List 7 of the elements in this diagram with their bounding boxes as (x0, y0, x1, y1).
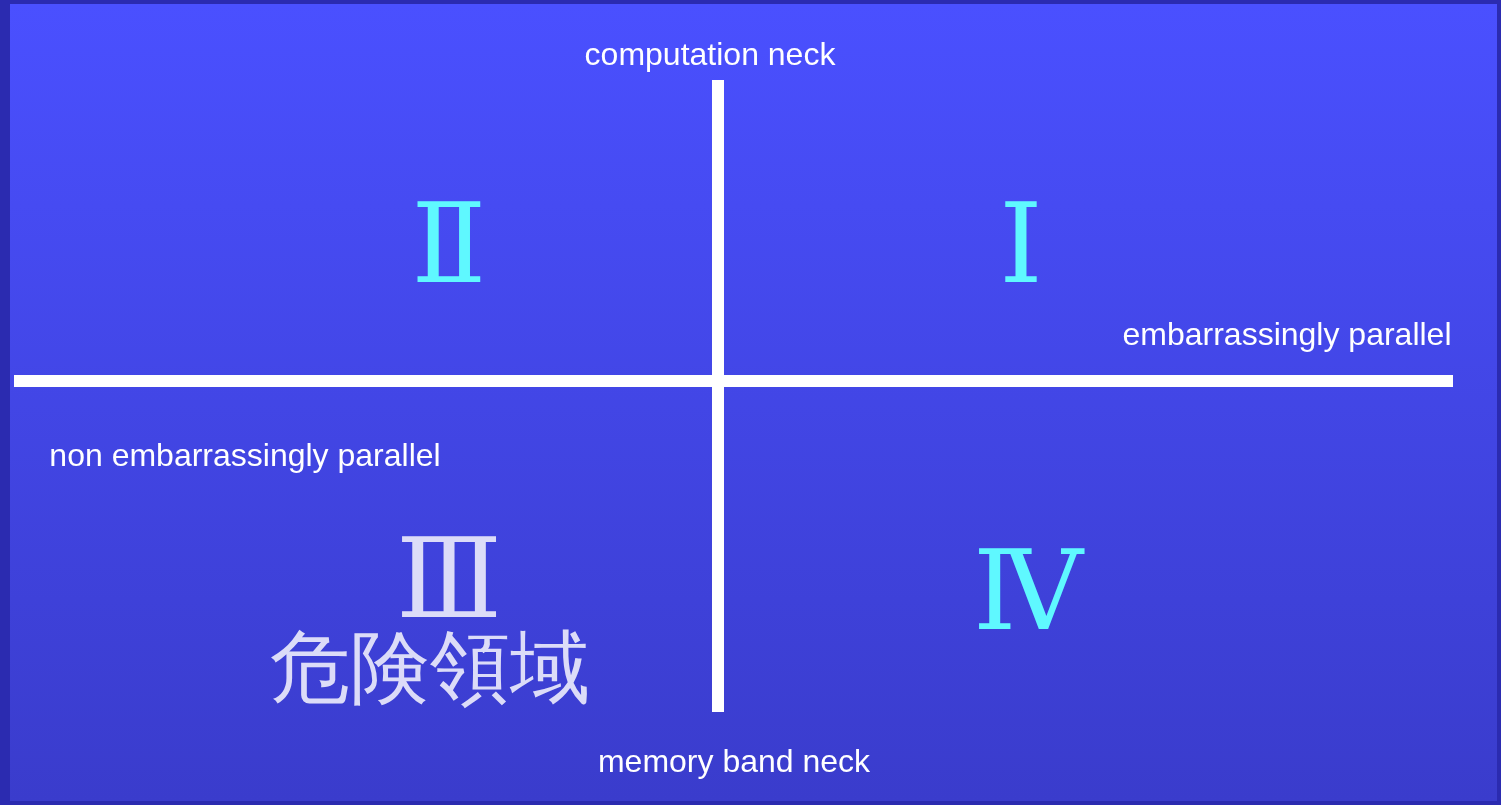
axis-label: embarrassingly parallel (1122, 317, 1452, 353)
axis-label: memory band neck (597, 744, 871, 780)
axis-label: non embarrassingly parallel (49, 438, 441, 474)
quadrant-number: Ⅰ (999, 184, 1043, 306)
quadrant-number: Ⅳ (973, 531, 1083, 653)
quadrant-number: Ⅱ (411, 184, 487, 306)
axis-label: computation neck (584, 37, 836, 73)
